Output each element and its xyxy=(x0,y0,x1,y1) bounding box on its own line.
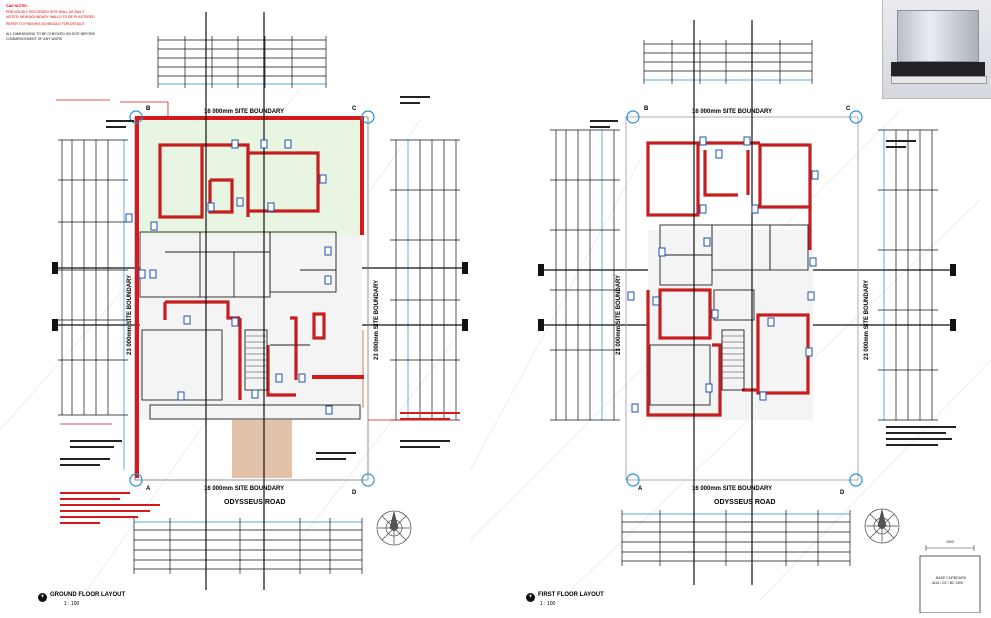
ground-road: ODYSSEUS ROAD xyxy=(224,499,285,506)
first-corner-c: C xyxy=(846,106,851,112)
first-labels: 16 000mm SITE BOUNDARY 16 000mm SITE BOU… xyxy=(616,106,870,506)
first-bottom-dimensions xyxy=(621,510,851,566)
ground-house-walls xyxy=(158,143,326,400)
note-black-2: COMMENCEMENT OF ANY WORK xyxy=(6,37,63,41)
first-boundary-right: 23 000mm SITE BOUNDARY xyxy=(864,280,870,360)
ground-boundary-bottom: 16 000mm SITE BOUNDARY xyxy=(204,486,284,492)
first-title-badge: + xyxy=(526,593,535,602)
first-corner-d: D xyxy=(840,490,845,496)
ground-corner-b: B xyxy=(146,106,151,112)
ground-boundary-right: 23 000mm SITE BOUNDARY xyxy=(374,280,380,360)
first-stairs xyxy=(722,335,744,379)
detail-label-1: BASE CUPBOARD xyxy=(936,576,967,580)
ground-floor-title: GROUND FLOOR LAYOUT xyxy=(50,592,126,598)
first-boundary-left: 23 000mm SITE BOUNDARY xyxy=(616,275,622,355)
note-black-1: ALL DIMENSIONS TO BE CHECKED ON SITE BEF… xyxy=(6,32,96,36)
ground-stairs xyxy=(246,335,266,379)
cabinet-base-render xyxy=(891,62,985,76)
ground-boundary-top: 16 000mm SITE BOUNDARY xyxy=(204,109,284,115)
first-floor-plan: 16 000mm SITE BOUNDARY 16 000mm SITE BOU… xyxy=(60,20,956,585)
detail-dim: 1500 xyxy=(946,540,954,544)
first-right-dimensions xyxy=(878,129,938,421)
first-corner-b: B xyxy=(644,106,649,112)
first-north-compass xyxy=(864,508,900,544)
ground-top-dimensions xyxy=(158,39,326,85)
ground-top-axis xyxy=(205,12,265,104)
first-corner-markers xyxy=(626,110,863,487)
ground-left-dimensions xyxy=(58,139,128,470)
ground-corner-c: C xyxy=(352,106,357,112)
ground-floor-scale: 1 : 100 xyxy=(64,601,80,607)
first-boundary-bottom: 16 000mm SITE BOUNDARY xyxy=(692,486,772,492)
first-floor-title: FIRST FLOOR LAYOUT xyxy=(538,592,604,598)
ground-corner-a: A xyxy=(146,486,151,492)
ground-boundary-walls xyxy=(135,116,364,478)
ground-corner-markers xyxy=(129,110,375,487)
ground-top-ticks xyxy=(157,36,327,88)
detail-label-2: ADA / CE / BC 1500 xyxy=(932,581,964,585)
ground-corner-d: D xyxy=(352,490,357,496)
note-red-2: PREVIOUSLY RECORDED SITE WALL AS BUILT xyxy=(6,10,85,14)
first-road: ODYSSEUS ROAD xyxy=(714,499,775,506)
ground-labels: 16 000mm SITE BOUNDARY 16 000mm SITE BOU… xyxy=(127,106,380,506)
first-boundary-top: 16 000mm SITE BOUNDARY xyxy=(692,109,772,115)
first-top-dimensions xyxy=(643,40,813,84)
first-window-tags xyxy=(627,136,819,413)
note-red-3: NOTES: NEW BOUNDARY WALLS TO BE PLASTERE… xyxy=(6,15,95,19)
ground-floor-plan: 16 000mm SITE BOUNDARY 16 000mm SITE BOU… xyxy=(52,12,468,590)
ground-bottom-dimensions xyxy=(133,518,363,574)
first-left-dimensions xyxy=(550,129,620,421)
ground-boundary-left: 23 000mm SITE BOUNDARY xyxy=(127,275,133,355)
ground-north-compass xyxy=(376,510,412,546)
first-site-boundary xyxy=(625,116,859,481)
note-red-4: REFER TO FINISHES SCHEDULE FOR DETAILS xyxy=(6,22,85,26)
glass-panel-render xyxy=(897,10,979,62)
first-corner-a: A xyxy=(638,486,643,492)
note-red-1: CAD NOTES: xyxy=(6,4,28,8)
first-floor-scale: 1 : 100 xyxy=(540,601,556,607)
3d-preview-thumbnail xyxy=(882,0,991,99)
ground-right-dimensions xyxy=(390,139,460,421)
cabinet-detail: 1500 BASE CUPBOARD ADA / CE / BC 1500 xyxy=(912,540,991,614)
ground-title-badge: + xyxy=(38,593,47,602)
ground-window-tags xyxy=(125,139,333,415)
